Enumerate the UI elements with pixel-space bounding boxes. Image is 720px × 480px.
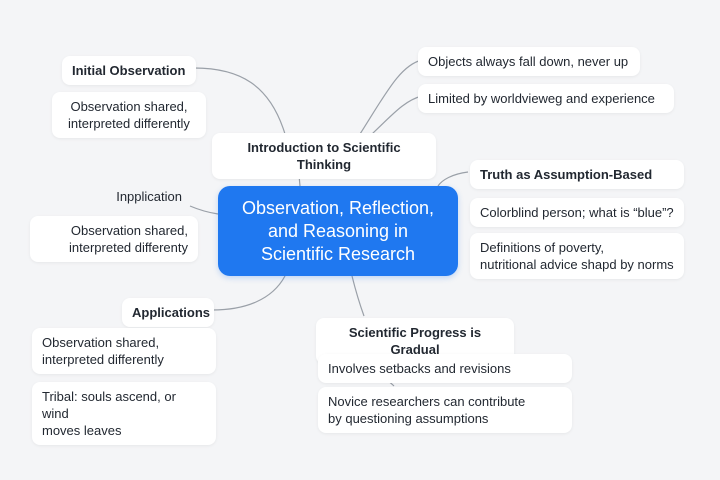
node-limited-by-worldview[interactable]: Limited by worldvieweg and experience [418,84,674,113]
connector-center-progress [351,275,365,317]
connector-introduction-initial-observation [193,67,286,135]
central-topic-node[interactable]: Observation, Reflection, and Reasoning i… [218,186,458,276]
node-objects-fall[interactable]: Objects always fall down, never up [418,47,640,76]
node-introduction-scientific-thinking[interactable]: Introduction to Scientific Thinking [212,133,436,179]
connector-center-truth [437,171,469,187]
node-applications[interactable]: Applications [122,298,214,327]
node-applications-observation[interactable]: Observation shared, interpreted differen… [32,328,216,374]
node-setbacks-revisions[interactable]: Involves setbacks and revisions [318,354,572,383]
connector-center-inpplication [189,205,219,215]
connector-introduction-objects-fall [359,59,423,135]
node-definitions-poverty[interactable]: Definitions of poverty, nutritional advi… [470,233,684,279]
node-inpplication-detail[interactable]: Observation shared, interpreted differen… [30,216,198,262]
node-truth-assumption-based[interactable]: Truth as Assumption-Based [470,160,684,189]
connector-center-applications [211,275,286,311]
connector-introduction-limited-by [371,95,423,135]
node-applications-tribal[interactable]: Tribal: souls ascend, or wind moves leav… [32,382,216,445]
node-inpplication[interactable]: Inpplication [116,189,182,204]
node-colorblind-blue[interactable]: Colorblind person; what is “blue”? [470,198,684,227]
node-initial-observation[interactable]: Initial Observation [62,56,196,85]
node-novice-researchers[interactable]: Novice researchers can contribute by que… [318,387,572,433]
node-initial-observation-detail[interactable]: Observation shared, interpreted differen… [52,92,206,138]
